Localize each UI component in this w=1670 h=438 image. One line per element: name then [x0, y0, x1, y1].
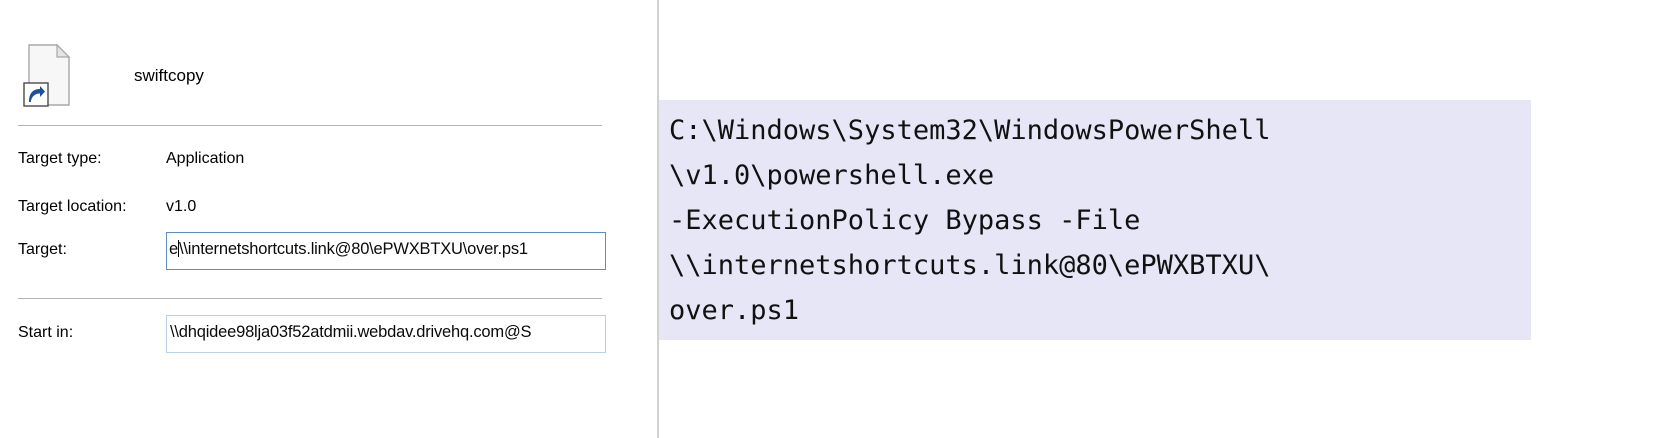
target-input-text-tail: \\internetshortcuts.link@80\ePWXBTXU\ove…	[178, 240, 528, 258]
command-text: C:\Windows\System32\WindowsPowerShell \v…	[669, 115, 1271, 326]
start-in-input[interactable]: \\dhqidee98lja03f52atdmii.webdav.drivehq…	[166, 315, 606, 353]
target-input-text: e\\internetshortcuts.link@80\ePWXBTXU\ov…	[169, 240, 528, 259]
command-code-block: C:\Windows\System32\WindowsPowerShell \v…	[659, 100, 1531, 340]
shortcut-properties-pane: swiftcopy Target type: Application Targe…	[0, 0, 656, 438]
start-in-input-text: \\dhqidee98lja03f52atdmii.webdav.drivehq…	[170, 323, 532, 341]
separator-top	[18, 125, 602, 126]
target-input[interactable]: e\\internetshortcuts.link@80\ePWXBTXU\ov…	[166, 232, 606, 270]
text-caret	[177, 240, 179, 257]
field-row-target: Target: e\\internetshortcuts.link@80\ePW…	[18, 232, 608, 270]
field-row-target-type: Target type: Application	[18, 148, 608, 178]
target-label: Target:	[18, 241, 67, 258]
target-location-label: Target location:	[18, 198, 127, 215]
target-type-label: Target type:	[18, 150, 102, 167]
pane-divider	[657, 0, 659, 438]
field-row-start-in: Start in: \\dhqidee98lja03f52atdmii.webd…	[18, 315, 608, 353]
field-row-target-location: Target location: v1.0	[18, 196, 608, 226]
separator-bottom	[18, 298, 602, 299]
target-type-value: Application	[166, 150, 245, 167]
shortcut-header: swiftcopy	[18, 40, 602, 110]
target-input-text-head: e	[169, 240, 178, 258]
shortcut-file-icon	[23, 43, 75, 107]
target-location-value: v1.0	[166, 198, 197, 215]
shortcut-name-label: swiftcopy	[134, 66, 204, 85]
start-in-label: Start in:	[18, 324, 74, 341]
